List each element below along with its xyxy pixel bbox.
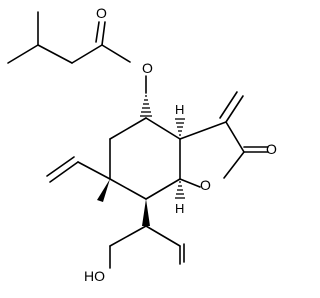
bond: [225, 121, 245, 153]
stereo-hydrogen-bottom-bond: [175, 181, 185, 199]
bond: [219, 91, 238, 119]
stereo-hydrogen-top-label: H: [175, 102, 184, 117]
ester-link: [140, 75, 152, 117]
bond: [223, 151, 245, 179]
stereo-hydrogen-bottom-label: H: [175, 201, 184, 216]
ring-oxygen-label: O: [200, 177, 211, 193]
bond: [109, 117, 147, 140]
bond: [109, 225, 147, 247]
wedge-bond: [97, 179, 110, 202]
lactone-ring: [179, 91, 269, 188]
stereo-hydrogen-top-bond: [175, 118, 185, 136]
bond: [101, 44, 131, 63]
hashed-wedge-bond: [140, 95, 152, 117]
cyclohexane-ring: [109, 117, 181, 200]
bond: [145, 225, 181, 247]
bond: [179, 178, 201, 188]
bond: [7, 44, 39, 64]
bond: [225, 95, 244, 123]
bond: [109, 178, 147, 200]
bond: [37, 44, 73, 64]
structure-diagram: O O O O HO H H: [7, 5, 277, 284]
hydroxy-isopropenyl-chain: [109, 199, 185, 269]
vinyl-methyl-substituents: [46, 156, 111, 202]
bond: [145, 178, 181, 200]
bond: [77, 161, 111, 180]
bond: [49, 161, 79, 183]
wedge-bond: [142, 199, 150, 226]
bond: [101, 21, 106, 46]
ester-oxygen-label: O: [142, 60, 153, 76]
isovaleryl-chain: [7, 11, 131, 64]
hydroxyl-label: HO: [84, 268, 105, 284]
bond: [71, 44, 103, 64]
carbonyl-oxygen-label: O: [96, 5, 107, 21]
lactone-carbonyl-oxygen-label: O: [266, 141, 277, 157]
bond: [95, 21, 100, 43]
bond: [179, 121, 227, 140]
bond: [46, 156, 75, 177]
bond: [145, 117, 181, 140]
